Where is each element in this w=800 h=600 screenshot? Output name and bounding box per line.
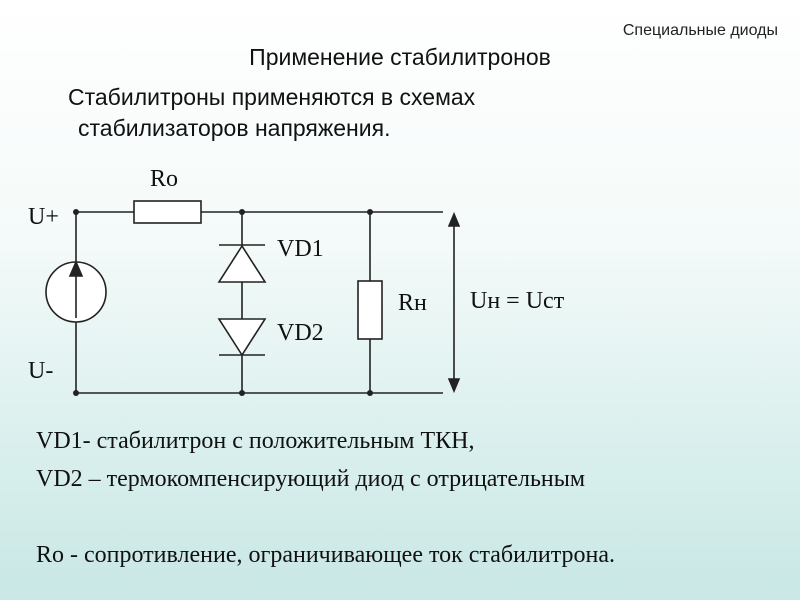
label-voltage-equation: Uн = Uст xyxy=(470,288,565,314)
label-vd1: VD1 xyxy=(277,236,324,262)
node-u-plus xyxy=(73,209,79,215)
node-bottom-load xyxy=(367,390,373,396)
note-vd2: VD2 – термокомпенсирующий диод с отрицат… xyxy=(36,466,586,492)
vd1-triangle xyxy=(217,244,267,283)
vd2-triangle xyxy=(217,318,267,357)
source-arrow-head xyxy=(68,259,84,277)
label-ro: Ro xyxy=(150,166,179,192)
note-ro: Ro - сопротивление, ограничивающее ток с… xyxy=(36,542,616,568)
intro-line-2: стабилизаторов напряжения. xyxy=(78,115,391,141)
slide-topic: Специальные диоды xyxy=(622,22,778,39)
slide-title: Применение стабилитронов xyxy=(249,44,551,70)
intro-line-1: Стабилитроны применяются в схемах xyxy=(68,84,476,110)
node-top-load xyxy=(367,209,373,215)
resistor-ro xyxy=(133,200,202,224)
node-u-minus xyxy=(73,390,79,396)
label-u-plus: U+ xyxy=(28,204,59,230)
label-u-minus: U- xyxy=(28,358,54,384)
node-top-diode xyxy=(239,209,245,215)
label-vd2: VD2 xyxy=(277,320,324,346)
label-rn: Rн xyxy=(398,290,427,316)
resistor-rn xyxy=(357,280,383,340)
note-vd1: VD1- стабилитрон с положительным ТКН, xyxy=(36,428,475,454)
voltage-arrow-bottom xyxy=(447,378,461,394)
node-bottom-diode xyxy=(239,390,245,396)
voltage-arrow-top xyxy=(447,211,461,227)
